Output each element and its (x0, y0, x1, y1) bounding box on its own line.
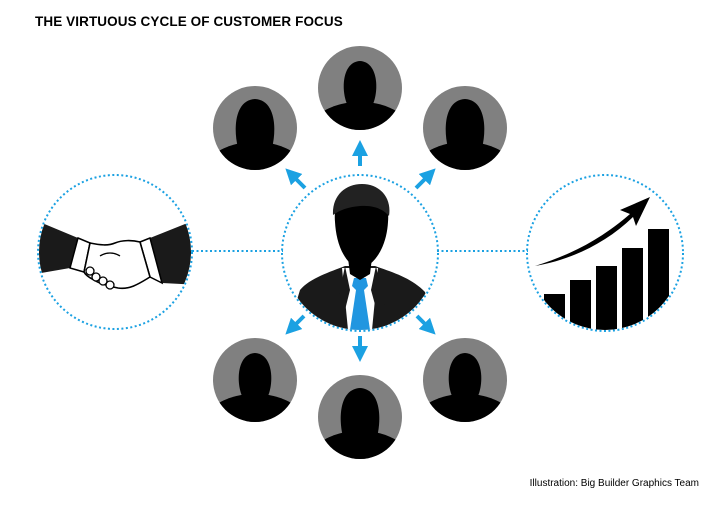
businessman-frame (281, 174, 439, 332)
customer-avatar-bottom-right (423, 338, 507, 422)
businessman-node (281, 174, 439, 332)
growth-node (526, 174, 684, 332)
growth-frame (526, 174, 684, 332)
arrow-up-right-icon (414, 168, 436, 190)
growth-chart-icon (535, 197, 669, 330)
growth-bar (648, 229, 669, 330)
arrow-up-left-icon (285, 168, 307, 190)
arrow-down-left-icon (285, 314, 306, 335)
illustration-credit: Illustration: Big Builder Graphics Team (529, 478, 699, 489)
growth-bar (570, 280, 591, 330)
growth-bar (596, 266, 617, 330)
handshake-frame (37, 174, 193, 330)
customers (213, 46, 507, 459)
arrows (285, 140, 436, 362)
arrow-down-right-icon (415, 314, 436, 335)
customer-avatar-bottom-left (213, 338, 297, 422)
customer-avatar-top-center (318, 46, 402, 130)
customer-avatar-top-left (213, 86, 297, 170)
growth-bar (622, 248, 643, 330)
trend-arrow-icon (535, 197, 650, 266)
diagram-title: THE VIRTUOUS CYCLE OF CUSTOMER FOCUS (35, 14, 343, 29)
customer-avatar-bottom-center (318, 375, 402, 459)
handshake-icon (39, 218, 191, 290)
handshake-node (37, 174, 193, 330)
customer-avatar-top-right (423, 86, 507, 170)
